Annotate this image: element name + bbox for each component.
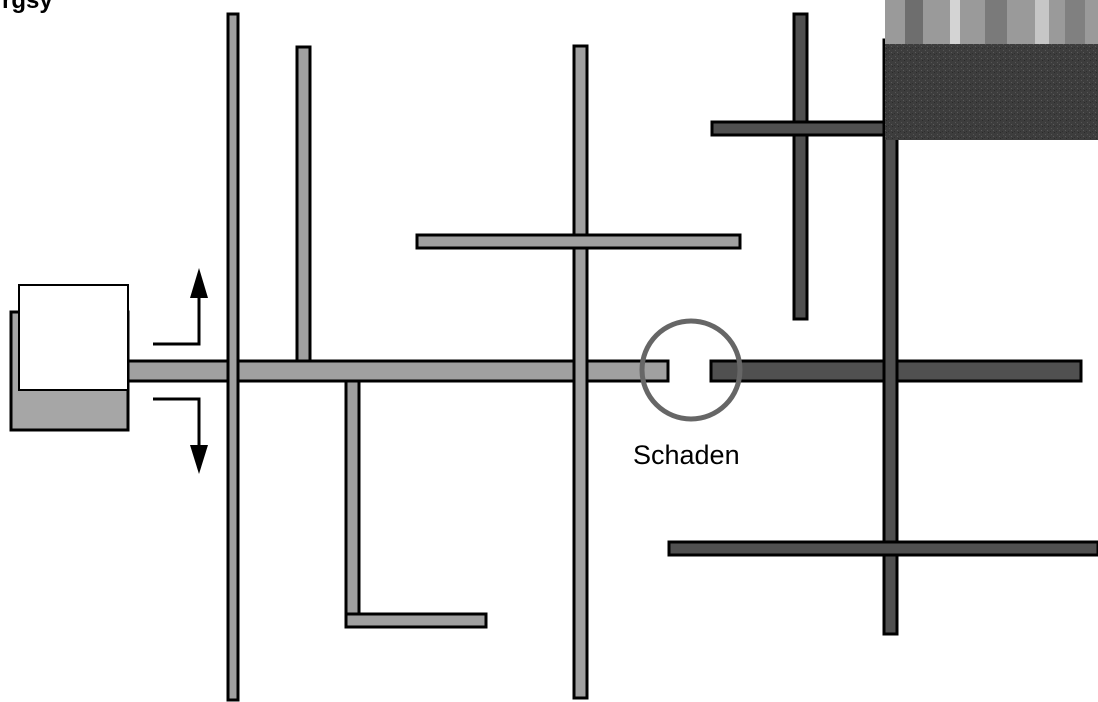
dark-cross-bottom	[669, 542, 1098, 555]
branch-pipe-1	[228, 14, 238, 700]
tank-cover	[19, 285, 128, 390]
arrow-down-head	[190, 445, 208, 474]
branch-pipe-2	[297, 47, 310, 361]
branch-pipe-3-vertical	[346, 381, 359, 627]
flow-arrow-down	[153, 399, 199, 447]
diagram-title: rgsy	[2, 0, 53, 14]
arrow-up-head	[190, 268, 208, 298]
supply-pipe-network	[127, 14, 740, 700]
damage-label: Schaden	[633, 440, 740, 470]
flow-arrow-up	[153, 296, 199, 344]
photo-inset	[885, 0, 1098, 140]
cross-pipe-upper	[417, 235, 740, 248]
dark-branch-vertical-1	[794, 14, 807, 319]
dark-cross-top	[712, 122, 902, 135]
water-tank	[11, 285, 128, 430]
branch-pipe-3-horizontal	[346, 614, 486, 627]
branch-pipe-4	[574, 46, 587, 698]
